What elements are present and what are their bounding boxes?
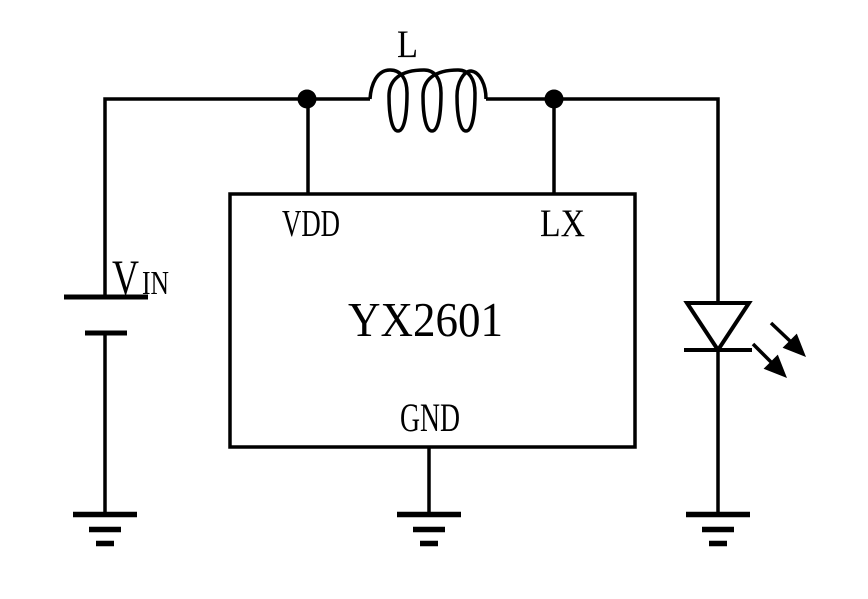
pin-label-vdd: VDD: [282, 203, 340, 245]
inductor-label: L: [397, 23, 418, 66]
led-light-arrow-1-tail: [769, 321, 792, 343]
junction-dot-vdd: [297, 89, 317, 109]
led-light-arrow-2-head: [763, 354, 787, 378]
vin-label-sub: IN: [142, 265, 169, 302]
vin-label-main: V: [112, 249, 139, 305]
inductor-coil: [368, 68, 488, 133]
wire-vin-to-inductor: [103, 97, 370, 297]
led-light-arrow-1-head: [782, 333, 806, 357]
led-light-arrow-1: [769, 321, 806, 357]
led-anode-triangle: [683, 301, 753, 354]
ic-name-label: YX2601: [348, 292, 503, 347]
ground-battery: [73, 511, 137, 547]
ic-body: [228, 192, 637, 449]
led-light-arrow-2-tail: [751, 342, 773, 364]
battery-vin: V IN: [64, 249, 169, 336]
pin-label-lx: LX: [540, 202, 585, 245]
junction-dot-lx: [544, 89, 564, 109]
led-light-arrow-2: [751, 342, 787, 378]
ground-led: [686, 511, 750, 547]
led: [683, 301, 806, 378]
pin-label-gnd: GND: [400, 395, 460, 440]
ground-ic: [397, 511, 461, 547]
